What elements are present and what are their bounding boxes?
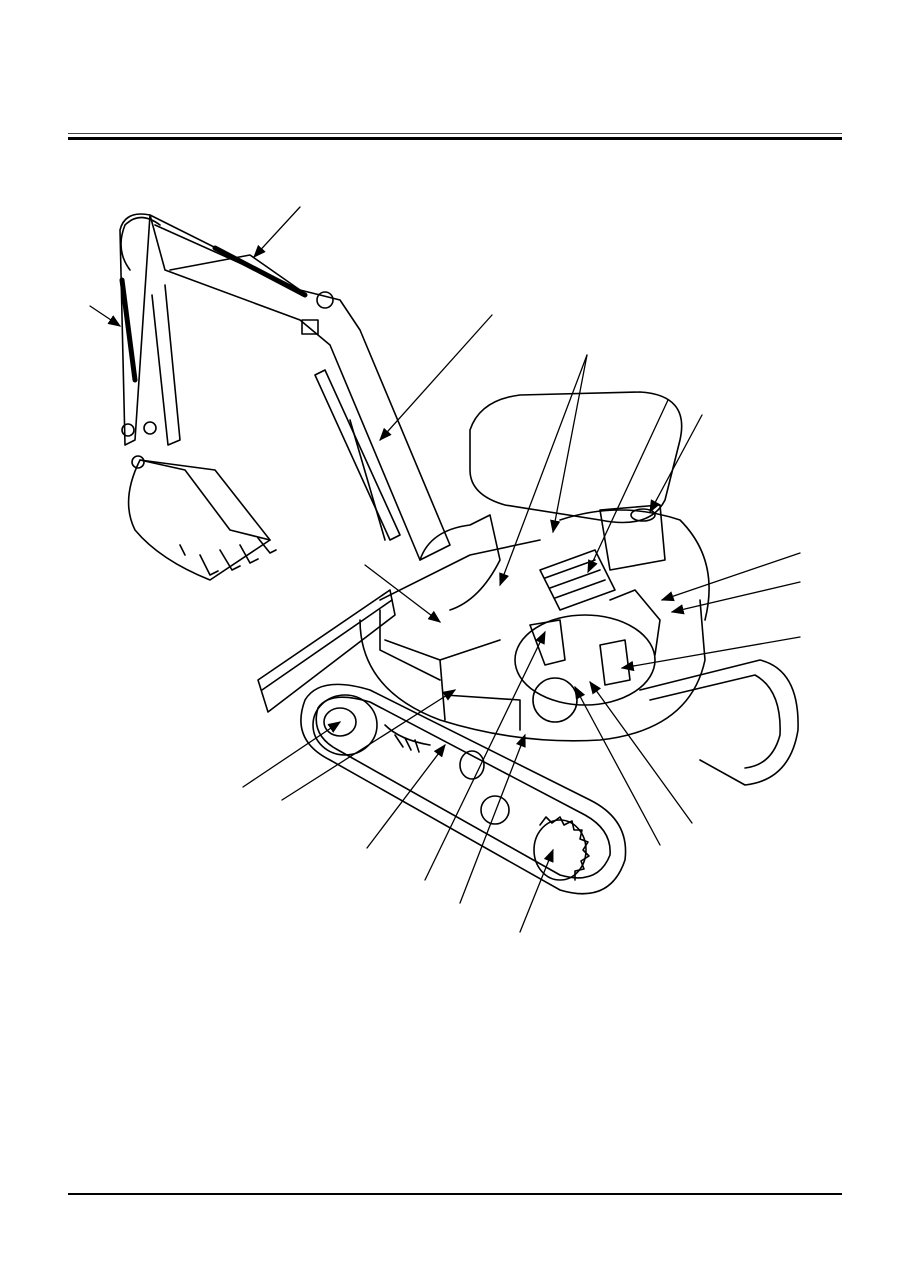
- arm-cylinder: [119, 277, 138, 383]
- right-track: [639, 659, 799, 786]
- callout-leader: [281, 689, 457, 801]
- callout-leader: [589, 680, 693, 824]
- callout-leaders: [89, 206, 801, 933]
- boom-cylinder: [314, 369, 401, 541]
- footer-rule: [68, 1193, 842, 1195]
- callout-leader: [366, 743, 446, 849]
- callout-leader: [459, 733, 526, 904]
- callout-leader: [499, 354, 588, 587]
- arm: [119, 213, 308, 469]
- valve-block: [529, 619, 566, 666]
- callout-leader: [89, 305, 122, 327]
- callout-leader: [364, 564, 442, 623]
- boom-pin-block: [301, 319, 319, 335]
- callout-leader: [587, 399, 669, 574]
- callout-leader: [424, 630, 546, 881]
- dozer-blade: [257, 589, 396, 713]
- callout-leader: [574, 685, 661, 846]
- sprocket: [533, 819, 587, 881]
- callout-leader: [620, 636, 801, 672]
- bucket: [127, 459, 277, 581]
- callout-leader: [253, 206, 301, 258]
- control-valve: [539, 549, 616, 611]
- callout-leader: [242, 721, 342, 788]
- boom: [120, 214, 501, 611]
- callout-leader: [660, 552, 801, 602]
- callout-leader: [649, 414, 703, 514]
- header-rule-thick: [68, 137, 842, 140]
- callout-leader: [379, 314, 493, 441]
- callout-leader: [670, 581, 801, 615]
- left-track: [300, 683, 627, 895]
- header-rule-thin: [68, 133, 842, 134]
- callout-leader: [519, 848, 554, 933]
- callout-leader: [550, 354, 588, 534]
- idler-wheel: [312, 694, 378, 756]
